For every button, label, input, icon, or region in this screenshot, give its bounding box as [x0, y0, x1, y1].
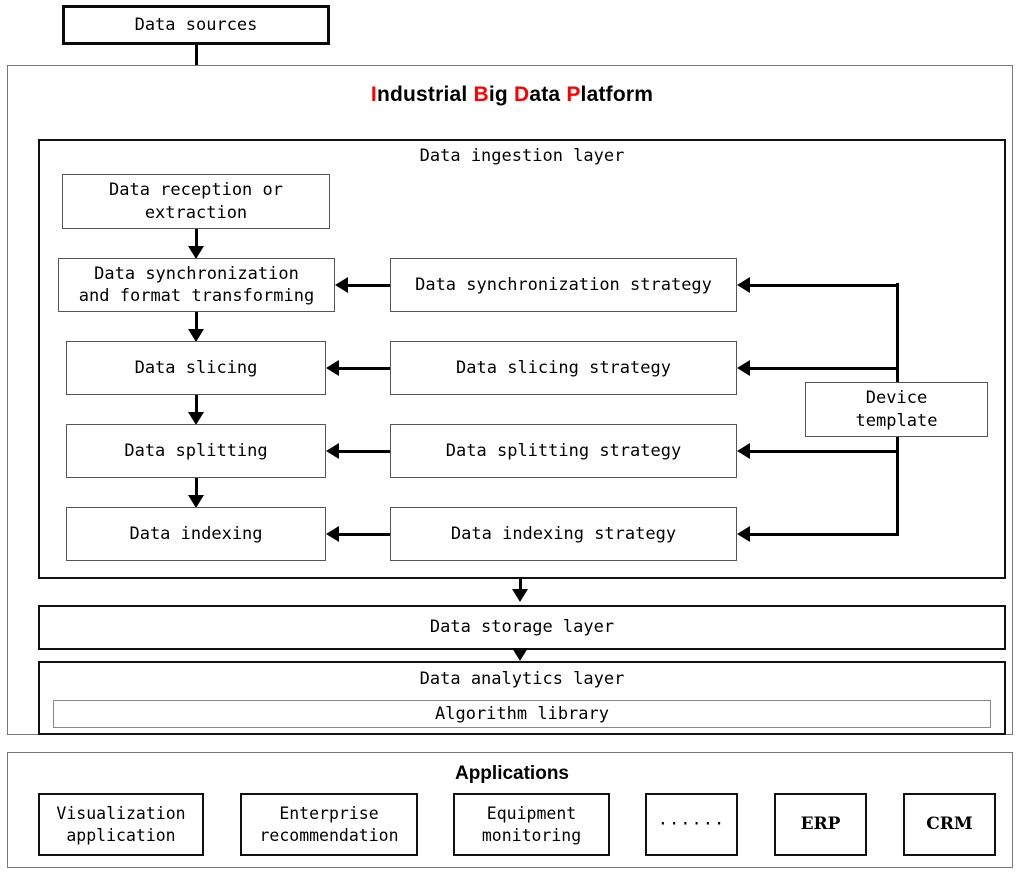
platform-title-part-3: ig — [488, 83, 514, 106]
pipeline-box-data-splitting: Data splitting — [66, 424, 326, 478]
strategy-box-data-indexing: Data indexing strategy — [390, 507, 737, 561]
data-sources-box: Data sources — [62, 5, 330, 45]
pipeline-box-data-indexing: Data indexing — [66, 507, 326, 561]
arrowhead-bus-to-splitting-strategy — [737, 443, 750, 459]
data-sources-label: Data sources — [134, 14, 258, 35]
arrowhead-ingestion-to-storage — [512, 589, 528, 602]
arrowhead-reception-to-sync — [188, 246, 204, 259]
pipeline-box-data-slicing: Data slicing — [66, 341, 326, 395]
bus-feed-to-slicing-strategy — [748, 366, 899, 370]
platform-title-part-2: B — [473, 83, 489, 106]
arrowhead-bus-to-slicing-strategy — [737, 360, 750, 376]
connector-reception-to-sync — [195, 229, 198, 253]
connector-splitting-strategy-to-pipeline — [337, 449, 390, 453]
connector-indexing-strategy-to-pipeline — [337, 532, 390, 536]
platform-title: Industrial Big Data Platform — [0, 83, 1024, 107]
applications-title: Applications — [454, 763, 569, 784]
application-box-erp[interactable]: ERP — [774, 793, 867, 856]
pipeline-box-data-synchronization: Data synchronization and format transfor… — [58, 258, 335, 312]
platform-title-part-0: I — [370, 83, 377, 106]
connector-sync-to-slicing — [195, 312, 198, 336]
platform-title-part-1: ndustrial — [376, 83, 474, 106]
platform-title-part-7: latform — [580, 83, 654, 106]
arrowhead-indexing-strategy-to-pipeline — [326, 526, 339, 542]
pipeline-box-data-reception: Data reception or extraction — [62, 174, 330, 229]
arrowhead-bus-to-sync-strategy — [737, 277, 750, 293]
arrowhead-slicing-strategy-to-pipeline — [326, 360, 339, 376]
arrowhead-sync-to-slicing — [188, 329, 204, 342]
connector-ingestion-to-storage — [519, 579, 522, 594]
application-box-visualization[interactable]: Visualization application — [38, 793, 204, 856]
application-box-equipment-monitoring[interactable]: Equipment monitoring — [453, 793, 610, 856]
connector-sync-strategy-to-pipeline — [346, 283, 390, 287]
arrowhead-bus-to-indexing-strategy — [737, 526, 750, 542]
platform-title-part-4: D — [513, 83, 530, 106]
bus-feed-to-sync-strategy — [748, 283, 899, 287]
arrowhead-splitting-strategy-to-pipeline — [326, 443, 339, 459]
platform-title-part-6: P — [566, 83, 581, 106]
connector-slicing-to-splitting — [195, 395, 198, 419]
application-box-ellipsis[interactable]: ······ — [645, 793, 738, 856]
bus-feed-to-indexing-strategy — [748, 532, 899, 536]
arrowhead-sync-strategy-to-pipeline — [335, 277, 348, 293]
data-analytics-layer-label: Data analytics layer — [419, 669, 625, 689]
arrowhead-storage-to-analytics — [512, 648, 528, 661]
arrowhead-splitting-to-indexing — [188, 495, 204, 508]
data-ingestion-layer-label: Data ingestion layer — [419, 146, 625, 166]
connector-splitting-to-indexing — [195, 478, 198, 502]
strategy-box-data-splitting: Data splitting strategy — [390, 424, 737, 478]
bus-feed-to-splitting-strategy — [748, 449, 899, 453]
data-storage-layer-box: Data storage layer — [38, 605, 1006, 650]
device-template-box: Device template — [805, 382, 988, 437]
strategy-box-data-slicing: Data slicing strategy — [390, 341, 737, 395]
connector-slicing-strategy-to-pipeline — [337, 366, 390, 370]
strategy-box-data-synchronization: Data synchronization strategy — [390, 258, 737, 312]
platform-title-part-5: ata — [529, 83, 567, 106]
arrowhead-slicing-to-splitting — [188, 412, 204, 425]
application-box-enterprise-recommendation[interactable]: Enterprise recommendation — [240, 793, 418, 856]
algorithm-library-box: Algorithm library — [53, 700, 991, 728]
application-box-crm[interactable]: CRM — [903, 793, 996, 856]
